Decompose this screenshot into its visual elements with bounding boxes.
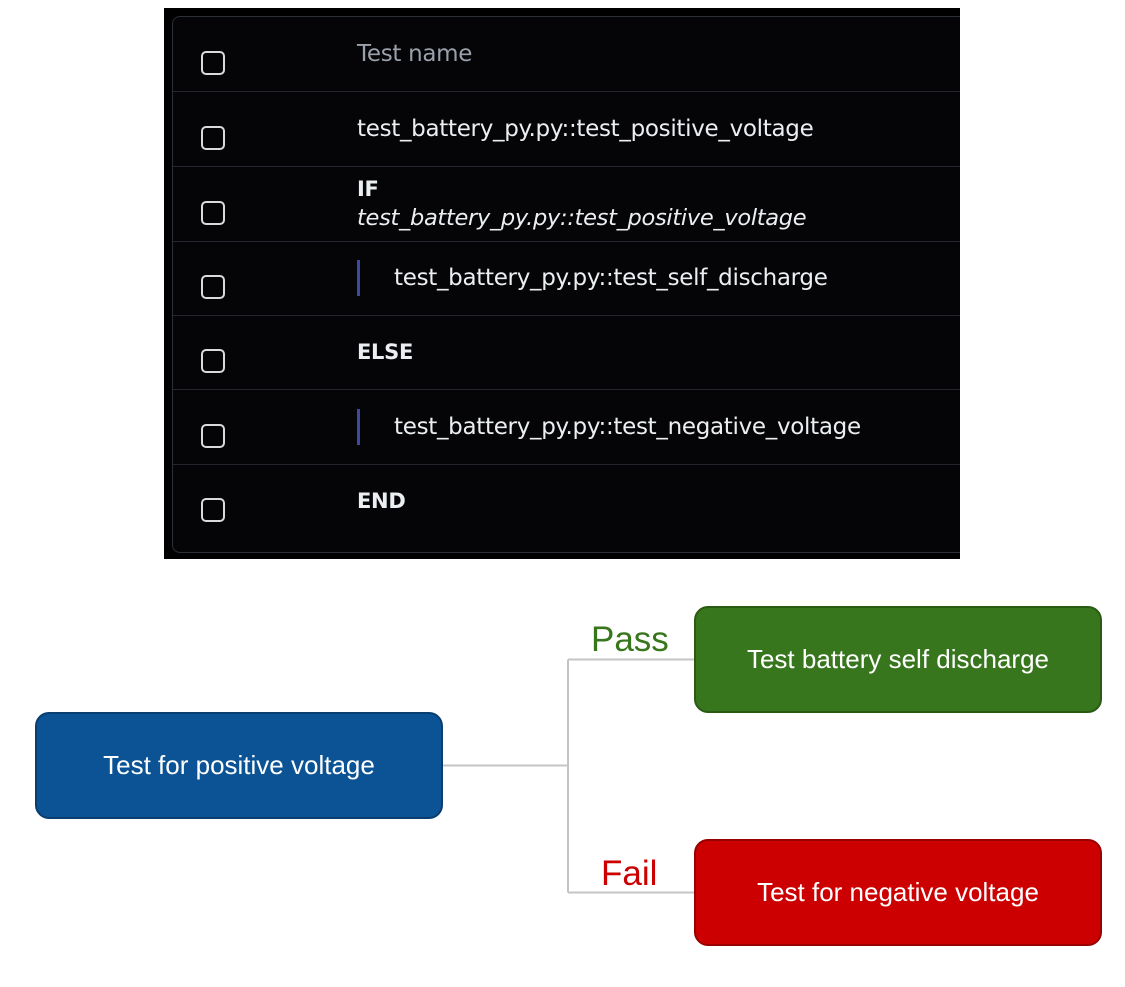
row-checkbox[interactable] [201, 275, 225, 299]
node-label: Test for negative voltage [757, 877, 1039, 907]
end-keyword: END [357, 489, 406, 513]
if-keyword: IF [357, 177, 379, 201]
select-all-checkbox[interactable] [201, 51, 225, 75]
column-header-test-name: Test name [357, 41, 473, 67]
test-table: Test name test_battery_py.py::test_posit… [172, 16, 960, 553]
pass-label: Pass [591, 620, 669, 659]
if-condition: test_battery_py.py::test_positive_voltag… [357, 205, 807, 231]
table-row-nested[interactable]: test_battery_py.py::test_negative_voltag… [173, 390, 960, 465]
table-row-if[interactable]: IF test_battery_py.py::test_positive_vol… [173, 167, 960, 242]
test-name: test_battery_py.py::test_positive_voltag… [357, 116, 814, 142]
else-keyword: ELSE [357, 340, 413, 364]
row-checkbox[interactable] [201, 349, 225, 373]
test-name: test_battery_py.py::test_self_discharge [394, 265, 828, 291]
nesting-indicator [357, 260, 360, 296]
table-row-nested[interactable]: test_battery_py.py::test_self_discharge [173, 241, 960, 316]
table-row-else[interactable]: ELSE [173, 315, 960, 390]
node-label: Test battery self discharge [746, 644, 1050, 674]
self-discharge-node: Test battery self discharge [694, 606, 1102, 713]
node-label: Test for positive voltage [103, 750, 375, 780]
connector-line [443, 658, 694, 894]
nesting-indicator [357, 409, 360, 445]
test-table-panel: Test name test_battery_py.py::test_posit… [164, 8, 960, 559]
table-row-end[interactable]: END [173, 464, 960, 538]
negative-voltage-node: Test for negative voltage [694, 839, 1102, 946]
row-checkbox[interactable] [201, 126, 225, 150]
row-checkbox[interactable] [201, 201, 225, 225]
fail-label: Fail [601, 854, 658, 893]
row-checkbox[interactable] [201, 498, 225, 522]
positive-voltage-node: Test for positive voltage [35, 712, 443, 819]
test-name: test_battery_py.py::test_negative_voltag… [394, 414, 861, 440]
table-row[interactable]: test_battery_py.py::test_positive_voltag… [173, 92, 960, 167]
row-checkbox[interactable] [201, 424, 225, 448]
table-header-row: Test name [173, 17, 960, 92]
